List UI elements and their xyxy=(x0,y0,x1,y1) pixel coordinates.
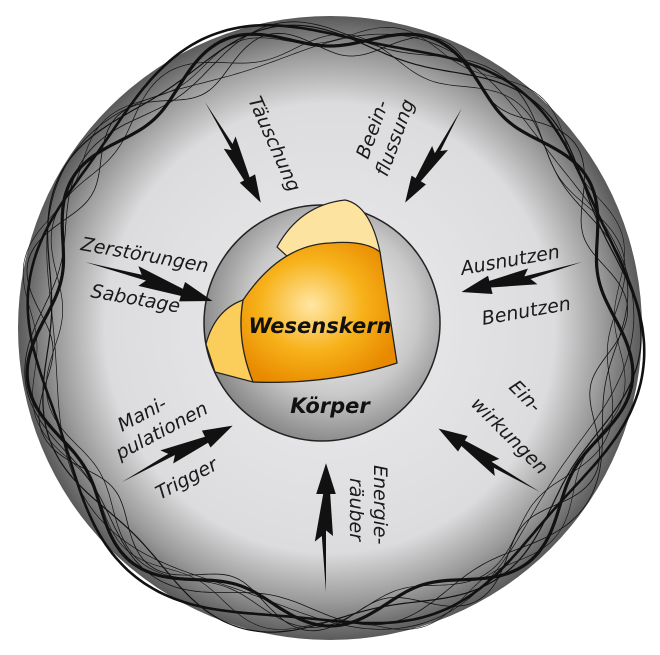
lightning-arrows xyxy=(85,102,582,592)
wave-line xyxy=(45,33,626,628)
lightning-arrow-icon-einwirkungen xyxy=(438,428,540,492)
lightning-arrow-icon-zerstoerungen xyxy=(85,262,213,302)
label-energie: Energie- xyxy=(369,465,391,545)
label-raeuber: räuber xyxy=(345,478,367,542)
wave-line xyxy=(46,33,635,630)
wave-line xyxy=(24,21,629,626)
wave-line xyxy=(26,32,628,632)
lightning-arrow-icon-energieraeuber xyxy=(314,463,336,592)
wavy-boundary-lines xyxy=(22,21,646,633)
core-label: Wesenskern xyxy=(248,314,391,338)
core-cut-face xyxy=(240,241,398,383)
lightning-arrow-icon-ausnutzen xyxy=(461,262,582,295)
body-sphere: Wesenskern Körper xyxy=(203,199,441,442)
body-label: Körper xyxy=(290,394,371,418)
wave-line xyxy=(22,26,626,630)
lightning-arrow-icon-taeuschung xyxy=(205,102,261,203)
